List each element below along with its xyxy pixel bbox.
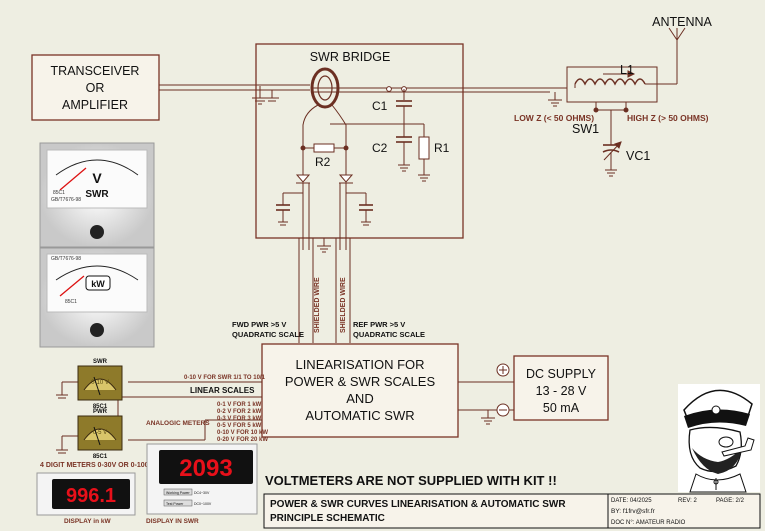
swr-range-label: 0-10 V FOR SWR 1/1 TO 10/1 xyxy=(184,375,266,381)
display-kw-value: 996.1 xyxy=(66,485,116,507)
transceiver-block: TRANSCEIVER OR AMPLIFIER xyxy=(31,54,160,121)
swr-bridge-block: SWR BRIDGE xyxy=(255,43,550,250)
swr-meter-symbol: SWR 0-10 V 85C1 xyxy=(77,359,123,410)
title-page: PAGE: 2/2 xyxy=(716,498,745,504)
photo-swr-label: SWR xyxy=(85,189,109,200)
title-by: BY: f1frv@sfr.fr xyxy=(611,508,656,515)
power-range-6: 0-20 V FOR 20 kW xyxy=(217,437,268,443)
ref-label-1: REF PWR >5 V xyxy=(353,320,405,329)
wiring-label-4: DC0~100V xyxy=(194,502,212,506)
pwr-meter-title: PWR xyxy=(93,409,108,415)
shielded-wire-label-2: SHIELDED WIRE xyxy=(340,277,347,333)
notice-text: VOLTMETERS ARE NOT SUPPLIED WITH KIT !! xyxy=(265,473,557,488)
l1-label: L1 xyxy=(620,63,634,77)
vc1-label: VC1 xyxy=(626,149,650,163)
ref-label-2: QUADRATIC SCALE xyxy=(353,330,425,339)
power-range-5: 0-10 V FOR 10 kW xyxy=(217,430,268,436)
pwr-meter-model: 85C1 xyxy=(93,454,108,460)
c1-label: C1 xyxy=(372,99,388,113)
photo-pwr-meter: kW GB/T7676-98 85C1 xyxy=(39,247,155,348)
linearisation-block: LINEARISATION FOR POWER & SWR SCALES AND… xyxy=(261,343,459,438)
low-z-label: LOW Z (< 50 OHMS) xyxy=(514,113,594,123)
high-z-label: HIGH Z (> 50 OHMS) xyxy=(627,113,709,123)
dc-supply-label-1: DC SUPPLY xyxy=(526,367,597,381)
title-block: POWER & SWR CURVES LINEARISATION & AUTOM… xyxy=(263,493,761,529)
wiring-label-1: Working Power xyxy=(166,491,191,495)
photo-swr-std: GB/T7676-98 xyxy=(51,197,81,203)
transceiver-label-3: AMPLIFIER xyxy=(62,98,128,112)
swr-meter-model: 85C1 xyxy=(93,404,108,410)
linearisation-label-2: POWER & SWR SCALES xyxy=(285,374,436,389)
power-range-4: 0-5 V FOR 5 kW xyxy=(217,423,262,429)
power-range-3: 0-3 V FOR 3 kW xyxy=(217,416,262,422)
title-line-1: POWER & SWR CURVES LINEARISATION & AUTOM… xyxy=(270,499,566,510)
swr-meter-title: SWR xyxy=(93,359,108,365)
wiring-label-3: Test Power xyxy=(166,502,184,506)
captain-mascot-illustration xyxy=(678,384,760,493)
transceiver-label-1: TRANSCEIVER xyxy=(51,64,140,78)
title-date: DATE: 04/2025 xyxy=(611,498,652,504)
title-line-2: PRINCIPLE SCHEMATIC xyxy=(270,513,385,524)
r2-label: R2 xyxy=(315,155,331,169)
photo-pwr-std: GB/T7676-98 xyxy=(51,256,81,262)
meter-wiring xyxy=(56,381,262,454)
power-range-1: 0-1 V FOR 1 kW xyxy=(217,402,262,408)
photo-pwr-unit: kW xyxy=(91,279,105,289)
fwd-label-2: QUADRATIC SCALE xyxy=(232,330,304,339)
pwr-meter-scale: 0-5 V xyxy=(93,430,107,436)
digital-meters-label: 4 DIGIT METERS 0-30V OR 0-100V xyxy=(40,462,154,469)
antenna-label: ANTENNA xyxy=(652,15,712,29)
shielded-wires xyxy=(298,237,351,343)
photo-swr-unit: V xyxy=(92,170,102,186)
c2-label: C2 xyxy=(372,141,388,155)
transceiver-label-2: OR xyxy=(86,81,105,95)
linearisation-label-3: AND xyxy=(346,391,373,406)
swr-meter-scale: 0-10 V xyxy=(91,380,109,386)
photo-swr-model: 85C1 xyxy=(53,190,65,196)
photo-pwr-model: 85C1 xyxy=(65,299,77,305)
display-swr-caption: DISPLAY IN SWR xyxy=(146,518,199,525)
dc-supply-label-2: 13 - 28 V xyxy=(536,384,587,398)
coax-input xyxy=(159,84,310,105)
display-kw-caption: DISPLAY in kW xyxy=(64,518,111,525)
linearisation-label-1: LINEARISATION FOR xyxy=(295,357,424,372)
digital-display-swr: 2093 Working Power DC4~30V Test Power DC… xyxy=(146,443,258,525)
photo-swr-meter: V SWR GB/T7676-98 85C1 xyxy=(39,142,155,248)
title-rev: REV: 2 xyxy=(678,498,697,504)
fwd-label-1: FWD PWR >5 V xyxy=(232,320,286,329)
dc-supply-label-3: 50 mA xyxy=(543,401,580,415)
power-range-2: 0-2 V FOR 2 kW xyxy=(217,409,262,415)
r1-label: R1 xyxy=(434,141,450,155)
analogic-meters-label: ANALOGIC METERS xyxy=(146,420,210,427)
digital-display-kw: 996.1 DISPLAY in kW xyxy=(36,472,136,525)
sw1-label: SW1 xyxy=(572,122,599,136)
shielded-wire-label-1: SHIELDED WIRE xyxy=(314,277,321,333)
title-doc: DOC N°: AMATEUR RADIO xyxy=(611,520,686,526)
display-swr-value: 2093 xyxy=(179,455,232,482)
linearisation-label-4: AUTOMATIC SWR xyxy=(305,408,414,423)
power-ranges: 0-1 V FOR 1 kW 0-2 V FOR 2 kW 0-3 V FOR … xyxy=(217,402,268,443)
antenna-tuner xyxy=(548,27,686,177)
wiring-label-2: DC4~30V xyxy=(194,491,210,495)
linear-scales-label: LINEAR SCALES xyxy=(190,386,255,395)
pwr-meter-symbol: PWR 0-5 V 85C1 xyxy=(77,409,123,460)
dc-supply-block: DC SUPPLY 13 - 28 V 50 mA xyxy=(458,355,609,425)
swr-bridge-title: SWR BRIDGE xyxy=(310,50,391,64)
